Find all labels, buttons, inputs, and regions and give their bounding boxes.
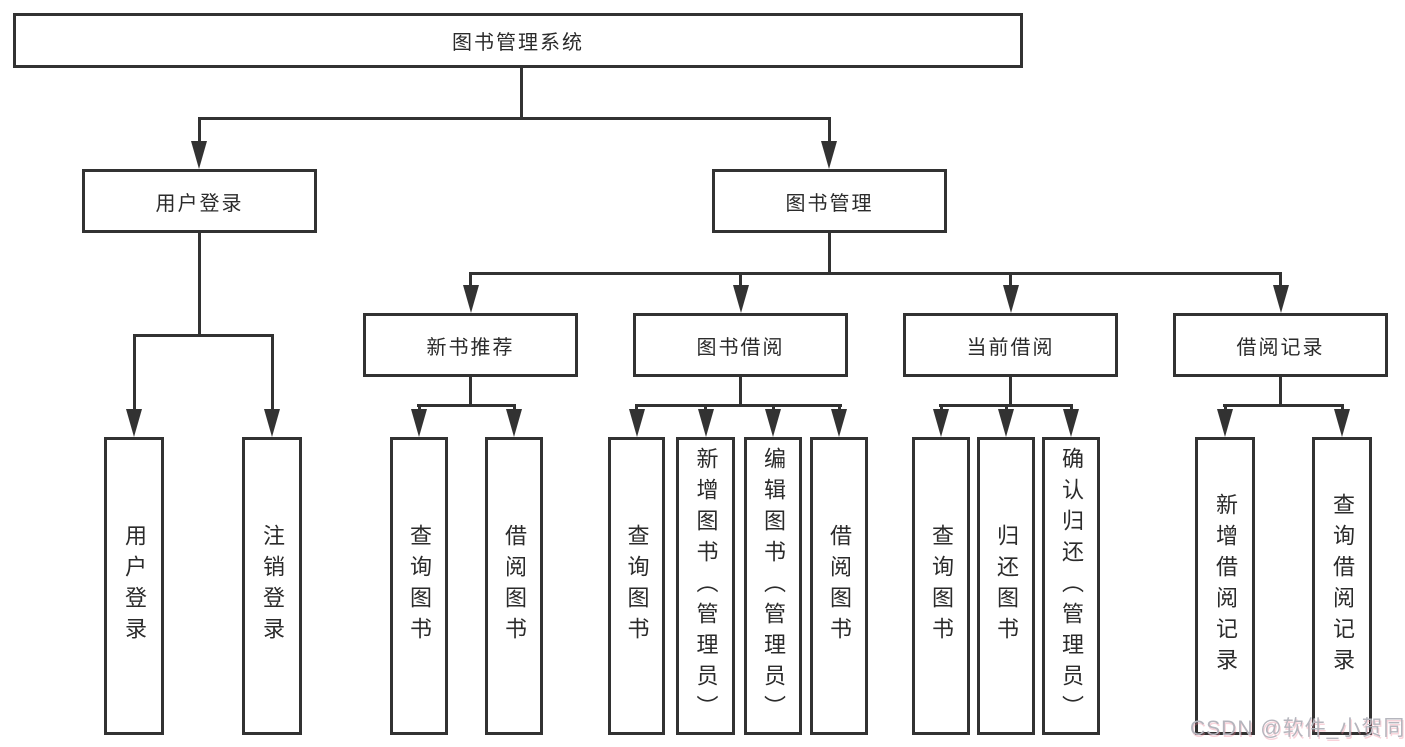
connector-userlogin-vline <box>198 233 201 336</box>
connector-stem <box>133 334 136 412</box>
arrow-down-icon <box>821 141 837 169</box>
leaf-borrow-books: 借阅图书 <box>810 437 868 735</box>
arrow-down-icon <box>765 409 781 437</box>
arrow-down-icon <box>1334 409 1350 437</box>
connector-stem <box>940 404 943 412</box>
connector-stem <box>1279 272 1282 288</box>
connector-stem <box>1224 404 1227 412</box>
node-root: 图书管理系统 <box>13 13 1023 68</box>
connector-root-hline <box>198 117 831 120</box>
leaf-query-books-current: 查询图书 <box>912 437 970 735</box>
connector-bookmgmt-hline <box>469 272 1282 275</box>
leaf-return-book: 归还图书 <box>977 437 1035 735</box>
arrow-down-icon <box>629 409 645 437</box>
node-user-login: 用户登录 <box>82 169 317 233</box>
leaf-logout: 注销登录 <box>242 437 302 735</box>
connector-stem <box>1009 272 1012 288</box>
leaf-add-borrow-record: 新增借阅记录 <box>1195 437 1255 735</box>
arrow-down-icon <box>126 409 142 437</box>
node-book-management: 图书管理 <box>712 169 947 233</box>
connector-currentborrow-vline <box>1009 377 1012 407</box>
connector-recommend-hline <box>417 404 516 407</box>
arrow-down-icon <box>506 409 522 437</box>
connector-root-vline <box>520 68 523 117</box>
arrow-down-icon <box>998 409 1014 437</box>
connector-stem <box>635 404 638 412</box>
connector-stem <box>838 404 841 412</box>
arrow-down-icon <box>1063 409 1079 437</box>
arrow-down-icon <box>463 285 479 313</box>
node-book-borrow: 图书借阅 <box>633 313 848 377</box>
connector-stem <box>1070 404 1073 412</box>
connector-stem <box>1341 404 1344 412</box>
leaf-edit-book-admin: 编辑图书（管理员） <box>744 437 802 735</box>
connector-bookmgmt-vline <box>828 233 831 275</box>
leaf-borrow-books-recommend: 借阅图书 <box>485 437 543 735</box>
arrow-down-icon <box>264 409 280 437</box>
connector-stem <box>828 117 831 143</box>
leaf-query-books-borrow: 查询图书 <box>608 437 665 735</box>
connector-stem <box>469 272 472 288</box>
connector-stem <box>418 404 421 412</box>
leaf-query-borrow-record: 查询借阅记录 <box>1312 437 1372 735</box>
connector-stem <box>739 272 742 288</box>
connector-recommend-vline <box>469 377 472 407</box>
connector-stem <box>513 404 516 412</box>
node-new-book-recommend: 新书推荐 <box>363 313 578 377</box>
connector-stem <box>1005 404 1008 412</box>
leaf-add-book-admin: 新增图书（管理员） <box>676 437 735 735</box>
connector-records-vline <box>1279 377 1282 407</box>
connector-userlogin-hline <box>133 334 274 337</box>
arrow-down-icon <box>933 409 949 437</box>
leaf-confirm-return-admin: 确认归还（管理员） <box>1042 437 1100 735</box>
connector-stem <box>704 404 707 412</box>
arrow-down-icon <box>1273 285 1289 313</box>
arrow-down-icon <box>1003 285 1019 313</box>
leaf-user-login: 用户登录 <box>104 437 164 735</box>
arrow-down-icon <box>411 409 427 437</box>
csdn-watermark: CSDN @软件_小贺同学 <box>1190 717 1405 740</box>
leaf-query-books-recommend: 查询图书 <box>390 437 448 735</box>
arrow-down-icon <box>733 285 749 313</box>
arrow-down-icon <box>1217 409 1233 437</box>
connector-records-hline <box>1223 404 1344 407</box>
arrow-down-icon <box>191 141 207 169</box>
connector-bookborrow-vline <box>739 377 742 407</box>
node-current-borrow: 当前借阅 <box>903 313 1118 377</box>
arrow-down-icon <box>698 409 714 437</box>
connector-bookborrow-hline <box>635 404 842 407</box>
connector-stem <box>772 404 775 412</box>
node-borrow-records: 借阅记录 <box>1173 313 1388 377</box>
arrow-down-icon <box>831 409 847 437</box>
connector-stem <box>198 117 201 143</box>
connector-stem <box>271 334 274 412</box>
